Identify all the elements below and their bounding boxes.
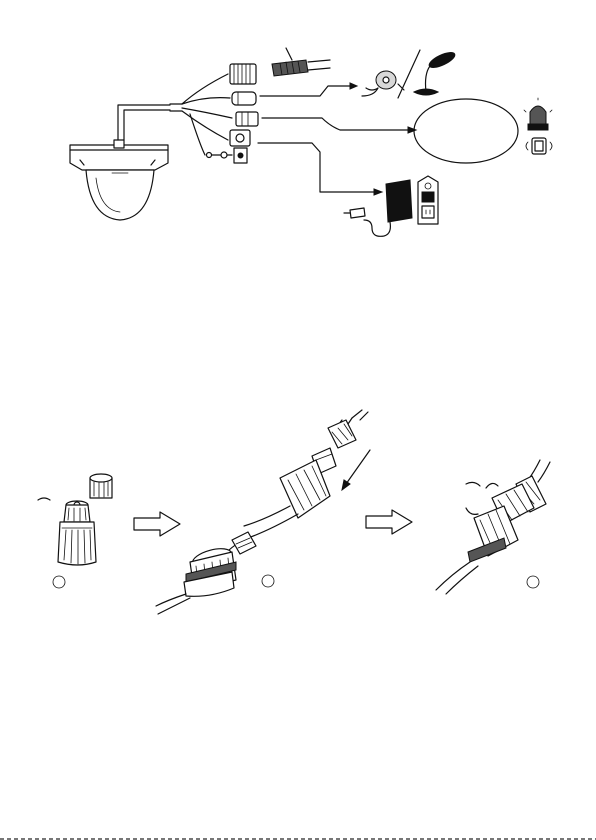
step-2-illustration [156,410,370,614]
dc-polarity-symbol [207,148,248,163]
video-connector [236,112,258,126]
step-3-illustration [436,460,550,594]
rotation-mark [38,498,50,500]
arrow-alarm [262,118,416,133]
pickup [362,71,404,96]
microphone [414,50,457,95]
alarm-speaker [526,138,552,154]
rotation-mark-b [486,483,498,488]
audio-connector [232,92,256,105]
power-outlet [418,176,438,224]
waterproof-steps [38,410,550,614]
step-1-circle [53,576,65,588]
dome-camera [70,140,168,220]
step-arrow-1 [134,512,180,536]
rotation-mark-c [466,508,478,514]
arrow-audio [260,83,357,96]
network-cable-plug [272,48,330,76]
step-3-circle [527,576,539,588]
alarm-device-group [414,98,552,163]
alarm-light [524,98,552,130]
step-arrow-2 [366,510,412,534]
power-adapter [344,180,412,236]
cable-harness [118,74,232,155]
rotation-mark-a [466,482,480,486]
dc-power-connector [230,130,250,146]
wiring-diagram [70,48,552,236]
network-connector [230,64,256,84]
arrow-power [258,143,382,195]
step-2-circle [262,575,274,587]
step-1-illustration [38,474,112,565]
